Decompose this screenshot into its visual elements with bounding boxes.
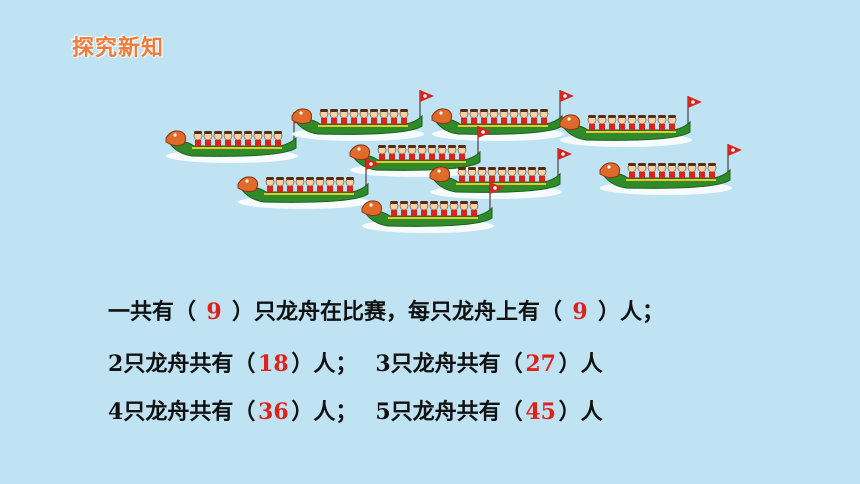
boat-count-number: 5 <box>375 399 391 425</box>
answer-2-boats: 18 <box>258 351 289 377</box>
dragon-boat <box>237 157 381 210</box>
question-text: ）人； <box>291 352 358 377</box>
answer-5-boats: 45 <box>525 399 556 425</box>
dragon-boat <box>559 95 703 148</box>
boat-count-number: 2 <box>108 351 124 377</box>
question-text: ）人 <box>558 352 603 377</box>
boat-count-number: 3 <box>375 351 391 377</box>
question-text: ）人； <box>598 300 665 325</box>
answer-boats: 9 <box>206 299 222 325</box>
dragon-boat <box>599 143 743 196</box>
boat-count-number: 4 <box>108 399 124 425</box>
dragon-boat <box>165 111 309 164</box>
question-text: ）人； <box>291 400 358 425</box>
question-line-3: 4只龙舟共有（36）人；5只龙舟共有（45）人 <box>108 394 603 426</box>
question-line-1: 一共有（ 9 ）只龙舟在比赛，每只龙舟上有（ 9 ）人； <box>108 294 664 326</box>
question-text: ）只龙舟在比赛，每只龙舟上有（ <box>232 300 563 325</box>
answer-4-boats: 36 <box>258 399 289 425</box>
question-text: 一共有（ <box>108 300 197 325</box>
dragon-boat-scene <box>165 89 743 234</box>
dragon-boat <box>291 89 435 142</box>
question-text: 只龙舟共有（ <box>390 400 523 425</box>
answer-3-boats: 27 <box>525 351 556 377</box>
answer-rowers: 9 <box>572 299 588 325</box>
dragon-boat <box>431 89 575 142</box>
question-text: 只龙舟共有（ <box>123 352 256 377</box>
section-title: 探究新知 <box>72 36 165 61</box>
question-text: ）人 <box>558 400 603 425</box>
question-text: 只龙舟共有（ <box>390 352 523 377</box>
question-line-2: 2只龙舟共有（18）人；3只龙舟共有（27）人 <box>108 346 603 378</box>
question-text: 只龙舟共有（ <box>123 400 256 425</box>
